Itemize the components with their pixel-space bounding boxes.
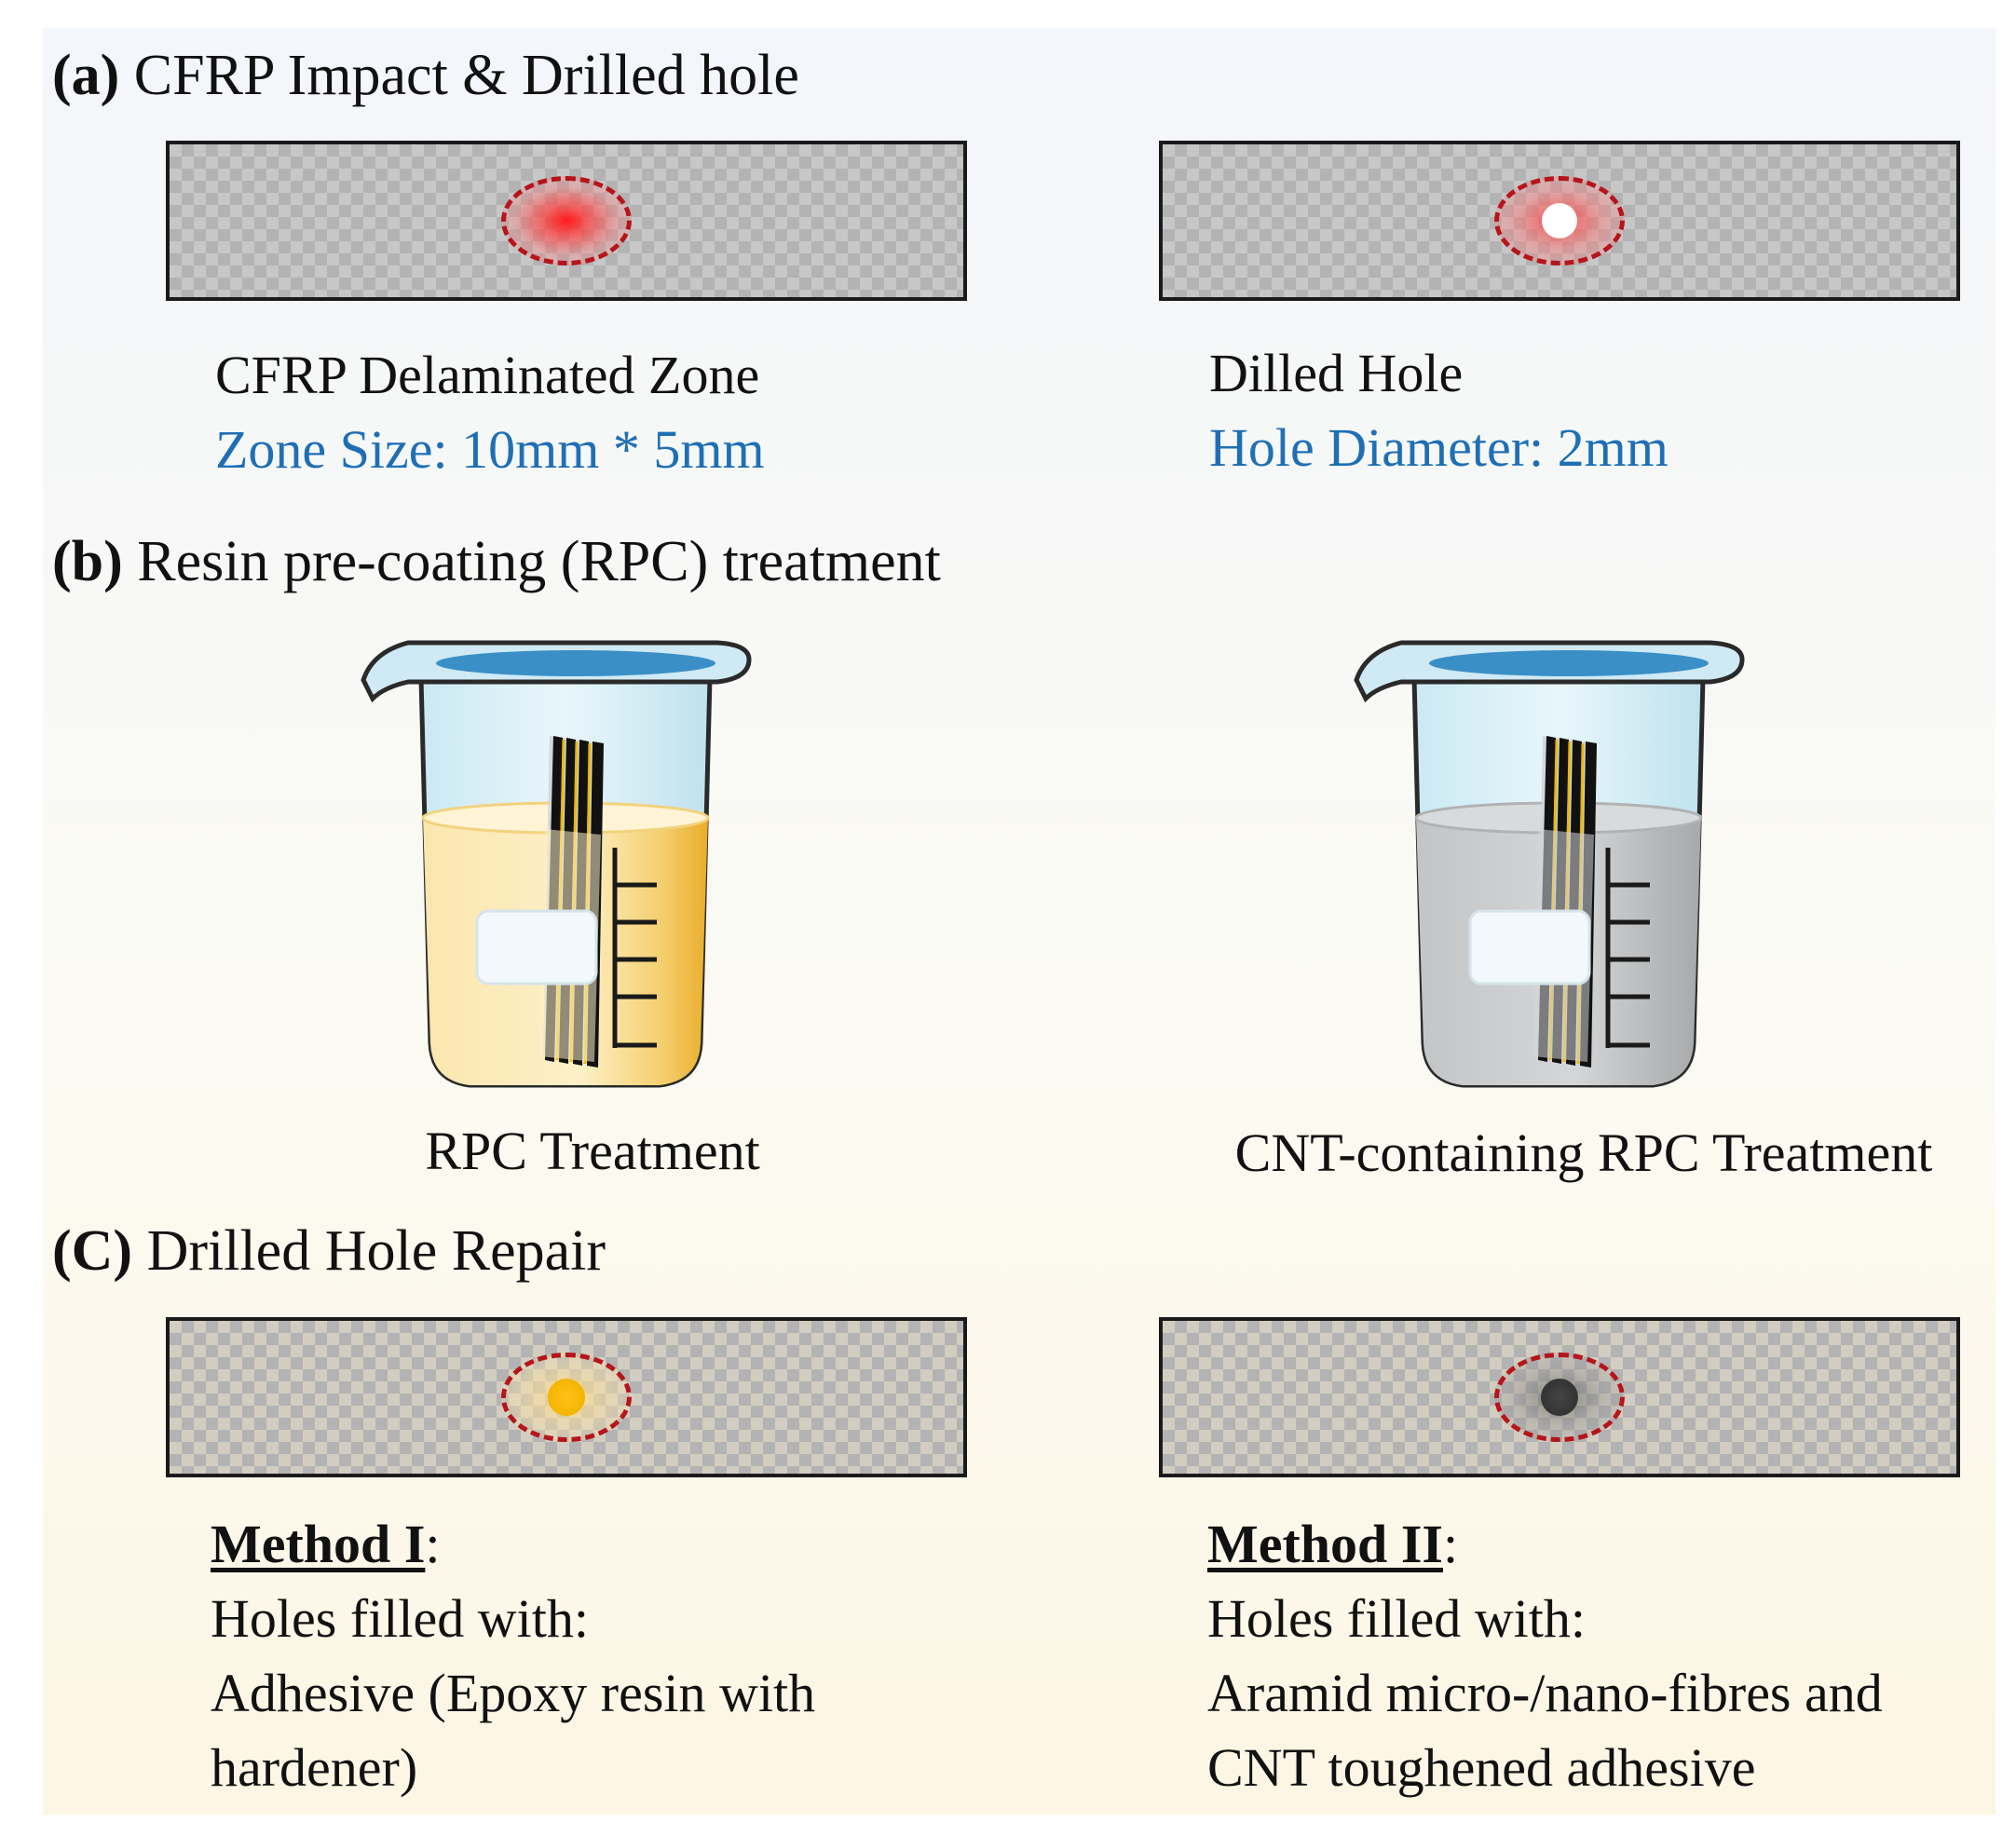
repair-zone-method-1 [501,1353,632,1442]
cfrp-plate-delaminated [166,141,967,301]
section-b-title: Resin pre-coating (RPC) treatment [137,530,941,593]
delaminated-zone [501,176,632,265]
section-b-tag: (b) [52,530,123,593]
beaker-water-surface-cnt [1429,650,1709,676]
beaker-rpc [361,640,752,1088]
cfrp-plate-method-2 [1159,1317,1960,1477]
delaminated-zone-size: Zone Size: 10mm * 5mm [215,419,765,480]
drilled-zone [1494,176,1625,265]
section-c-heading: (C) Drilled Hole Repair [52,1222,606,1280]
method-2-line-2: Aramid micro-/nano-fibres and [1207,1663,1883,1723]
graduation-marks [612,848,657,1048]
cfrp-plate-method-1 [166,1317,967,1477]
method-2-colon: : [1442,1514,1459,1574]
method-1-description: Method I: Holes filled with: Adhesive (E… [211,1507,815,1805]
method-2-description: Method II: Holes filled with: Aramid mic… [1207,1507,1883,1805]
rpc-treatment-caption: RPC Treatment [425,1121,760,1181]
cfrp-specimen-stack [540,736,604,1068]
hole-filled-adhesive [548,1379,585,1416]
repair-zone-method-2 [1494,1353,1625,1442]
graduation-marks-cnt [1605,848,1650,1048]
section-a-tag: (a) [52,44,120,107]
section-c-title: Drilled Hole Repair [146,1219,606,1283]
method-2-line-1: Holes filled with: [1207,1588,1586,1649]
beaker-label-blank-cnt [1468,909,1591,986]
drilled-hole [1542,203,1577,238]
beaker-cnt-rpc [1354,640,1745,1088]
method-2-title-line: Method II: [1207,1507,1883,1582]
cfrp-specimen-stack-cnt [1533,736,1597,1068]
cnt-rpc-treatment-caption: CNT-containing RPC Treatment [1234,1122,1933,1183]
section-a-title: CFRP Impact & Drilled hole [133,44,799,107]
delaminated-zone-title: CFRP Delaminated Zone [215,345,760,405]
method-1-line-2: Adhesive (Epoxy resin with [211,1663,816,1723]
method-1-colon: : [425,1514,441,1574]
hole-filled-cnt-adhesive [1541,1379,1578,1416]
drilled-hole-title: Dilled Hole [1209,343,1464,403]
beaker-label-blank [475,909,598,986]
drilled-hole-diameter: Hole Diameter: 2mm [1209,417,1669,478]
cfrp-plate-drilled [1159,141,1960,301]
method-1-title-line: Method I: [211,1507,815,1582]
method-2-title: Method II [1207,1514,1443,1574]
section-a-heading: (a) CFRP Impact & Drilled hole [52,47,799,104]
section-c-tag: (C) [52,1219,133,1283]
beaker-water-surface [436,650,715,676]
method-2-line-3: CNT toughened adhesive [1207,1737,1756,1798]
method-1-line-1: Holes filled with: [211,1588,589,1649]
method-1-line-3: hardener) [211,1737,418,1798]
section-b-heading: (b) Resin pre-coating (RPC) treatment [52,533,941,591]
method-1-title: Method I [211,1514,426,1574]
